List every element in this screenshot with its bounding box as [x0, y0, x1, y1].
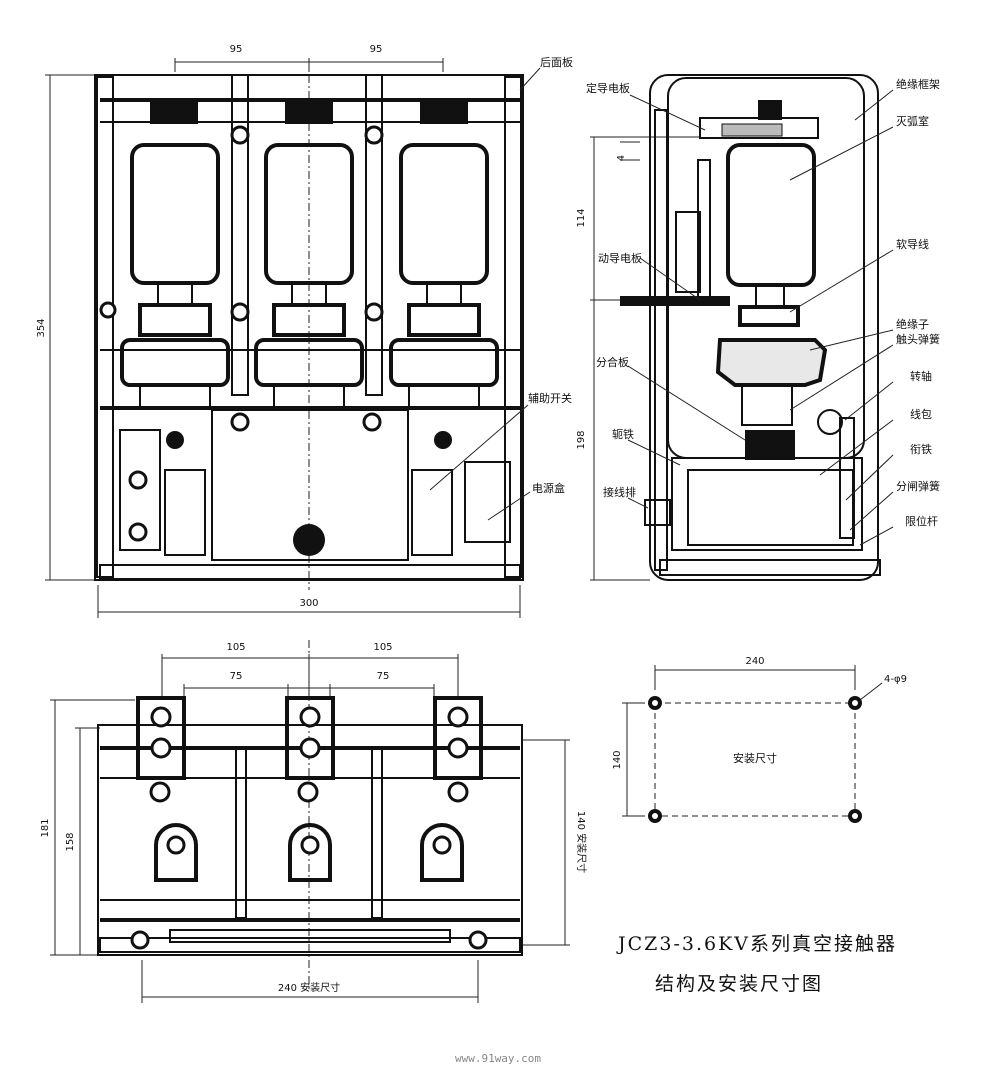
label-open-spring: 分闸弹簧 — [896, 479, 940, 493]
watermark: www.91way.com — [455, 1052, 541, 1065]
dim-front-95-right: 95 — [370, 44, 383, 55]
label-frame: 绝缘框架 — [896, 77, 940, 91]
mount-label: 安装尺寸 — [733, 751, 777, 765]
label-fixed-plate: 定导电板 — [586, 81, 630, 95]
dim-front-300: 300 — [299, 598, 318, 609]
front-view: 95 95 354 300 — [36, 44, 573, 618]
dim-bottom-240: 240 安装尺寸 — [278, 981, 340, 994]
label-aux-switch: 辅助开关 — [528, 391, 572, 405]
label-shaft: 转轴 — [910, 369, 932, 383]
front-interrupter-1 — [120, 102, 230, 408]
bottom-view: 105 105 75 75 181 158 140 安装尺寸 240 安装尺寸 — [40, 640, 588, 1003]
front-dimension-lines — [45, 58, 521, 618]
label-terminal: 接线排 — [603, 485, 636, 499]
mount-outline — [654, 702, 856, 817]
front-interrupter-2 — [254, 102, 364, 408]
dim-front-354: 354 — [36, 318, 47, 337]
dim-side-114: 114 — [576, 208, 587, 227]
dim-bottom-140: 140 安装尺寸 — [575, 811, 588, 873]
dim-mount-holes: 4-φ9 — [884, 674, 907, 685]
label-soft-wire: 软导线 — [896, 237, 929, 251]
dim-bottom-75-right: 75 — [377, 671, 390, 682]
dim-mount-140: 140 — [612, 750, 623, 769]
side-leaders — [627, 89, 894, 546]
label-rear-panel: 后面板 — [540, 55, 573, 69]
label-insulator: 绝缘子 — [896, 317, 929, 331]
label-contact-spring: 触头弹簧 — [896, 332, 940, 346]
label-moving-plate: 动导电板 — [598, 251, 642, 265]
bottom-dimension-lines — [50, 640, 570, 1003]
label-split-plate: 分合板 — [596, 355, 629, 369]
label-yoke: 轭铁 — [612, 427, 634, 441]
title-line-1: JCZ3-3.6KV系列真空接触器 — [616, 933, 897, 955]
dim-bottom-105-right: 105 — [373, 642, 392, 653]
dim-side-198: 198 — [576, 430, 587, 449]
label-power-box: 电源盒 — [532, 481, 565, 495]
mount-holes — [648, 696, 862, 823]
bottom-terminals — [130, 706, 488, 950]
label-armature: 衔铁 — [910, 443, 932, 456]
front-fasteners — [99, 125, 452, 556]
mount-dimension-lines — [622, 665, 883, 817]
mounting-view: 240 140 4-φ9 安装尺寸 — [612, 656, 907, 823]
front-leaders — [429, 67, 541, 521]
label-stop-rod: 限位杆 — [905, 514, 938, 528]
dim-bottom-75-left: 75 — [230, 671, 243, 682]
label-coil: 线包 — [910, 407, 932, 421]
side-body — [620, 74, 881, 581]
dim-bottom-181: 181 — [40, 818, 51, 837]
title-line-2: 结构及安装尺寸图 — [655, 973, 823, 995]
label-arc-chamber: 灭弧室 — [896, 114, 929, 128]
dim-bottom-158: 158 — [65, 832, 76, 851]
front-interrupter-3 — [389, 102, 499, 408]
dim-side-4: 4 — [616, 155, 627, 161]
dim-bottom-105-left: 105 — [226, 642, 245, 653]
dim-mount-240: 240 — [745, 656, 764, 667]
dim-front-95-left: 95 — [230, 44, 243, 55]
side-view: 114 4 198 — [576, 74, 940, 581]
